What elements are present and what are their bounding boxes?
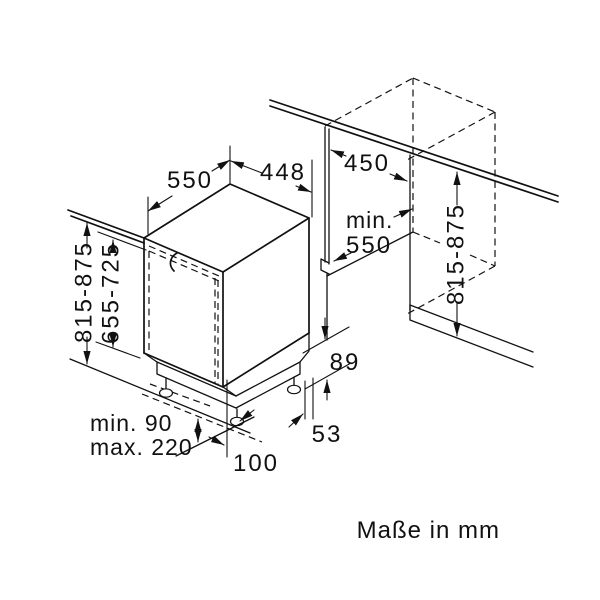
dimension-niche-width: 450 [330,149,408,182]
foot-front-offset-label: 100 [233,450,279,477]
appliance-height-label: 815-875 [71,241,98,343]
door-handle [169,252,178,272]
base-back-offset-label: 53 [312,421,343,448]
door-panel-height-label: 655-725 [98,242,125,344]
appliance-depth-label: 550 [167,167,213,194]
niche-drawing [320,77,534,368]
dimension-appliance-height: 815-875 [71,222,98,365]
niche-depth-value-label: 550 [346,232,392,259]
niche-height-label: 815-875 [443,203,470,305]
dimension-niche-height: 815-875 [443,171,470,337]
base-height-label: 89 [330,349,361,376]
dimension-foot-front-offset: 100 [208,409,279,477]
appliance-width-label: 448 [260,159,306,186]
worktop [67,99,559,244]
dimension-plinth-clearance: min. 90 max. 220 [90,410,202,460]
dimension-appliance-width: 448 [230,159,312,193]
dimension-niche-depth: min. 550 [333,207,413,262]
units-note: Maße in mm [357,517,500,544]
dimension-base-height: 89 [321,317,361,401]
niche-width-label: 450 [344,150,390,177]
niche-depth-prefix-label: min. [346,207,393,233]
dimension-appliance-depth: 550 [147,159,231,212]
dimension-base-back-offset: 53 [288,413,343,448]
plinth-clearance-min-label: min. 90 [90,410,172,436]
plinth-clearance-max-label: max. 220 [90,434,193,460]
dimension-door-panel-height: 655-725 [98,239,125,348]
